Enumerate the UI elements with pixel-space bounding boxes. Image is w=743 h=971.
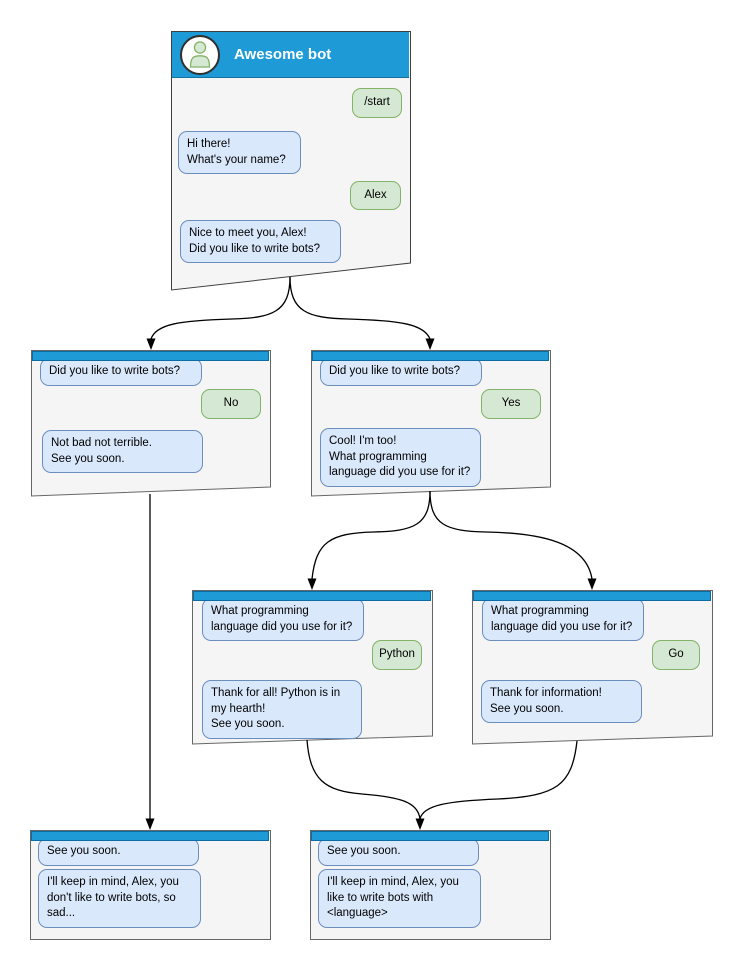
state-titlebar — [311, 831, 549, 841]
bubble-question-write-bots: Did you like to write bots? — [40, 358, 202, 386]
message-start-command: /start — [352, 88, 402, 118]
bubble-reply-python: Thank for all! Python is in my hearth! S… — [202, 680, 362, 739]
bubble-reply-cool: Cool! I'm too! What programming language… — [320, 428, 481, 487]
message-nice-to-meet: Nice to meet you, Alex! Did you like to … — [180, 220, 341, 264]
state-titlebar — [193, 591, 431, 601]
state-titlebar — [312, 351, 549, 361]
edge-python-to-end — [306, 739, 421, 820]
end-node-yes: See you soon. I'll keep in mind, Alex, y… — [310, 830, 551, 940]
message-greeting: Hi there! What's your name? — [178, 131, 301, 175]
bubble-answer-no: No — [201, 389, 261, 419]
bubble-see-you-soon: See you soon. — [38, 838, 199, 866]
bubble-keep-in-mind-yes: I'll keep in mind, Alex, you like to wri… — [318, 869, 481, 928]
bot-title: Awesome bot — [234, 46, 332, 63]
state-titlebar — [473, 591, 711, 601]
bubble-keep-in-mind-no: I'll keep in mind, Alex, you don't like … — [38, 869, 201, 928]
bubble-question-write-bots: Did you like to write bots? — [320, 358, 482, 386]
bubble-reply-not-bad: Not bad not terrible. See you soon. — [42, 430, 203, 474]
edge-yes-to-go — [429, 490, 593, 580]
edge-yes-to-python — [311, 490, 431, 580]
state-node-no: Did you like to write bots? No Not bad n… — [31, 350, 271, 497]
end-node-no: See you soon. I'll keep in mind, Alex, y… — [30, 830, 271, 940]
edge-go-to-end — [419, 740, 578, 820]
message-user-name: Alex — [350, 181, 401, 210]
bubble-question-language: What programming language did you use fo… — [202, 598, 364, 642]
chat-window-start: Awesome bot /start Hi there! What's your… — [171, 31, 411, 291]
state-node-python: What programming language did you use fo… — [192, 590, 433, 745]
bubble-answer-python: Python — [372, 640, 422, 670]
state-titlebar — [32, 351, 269, 361]
bubble-question-language: What programming language did you use fo… — [482, 598, 644, 642]
state-titlebar — [31, 831, 269, 841]
state-node-go: What programming language did you use fo… — [472, 590, 713, 745]
chat-window-header: Awesome bot — [172, 32, 409, 78]
bubble-reply-go: Thank for information! See you soon. — [481, 680, 642, 724]
bubble-answer-yes: Yes — [481, 389, 541, 419]
bot-avatar-person-icon — [180, 34, 220, 75]
bubble-answer-go: Go — [652, 640, 700, 670]
state-node-yes: Did you like to write bots? Yes Cool! I'… — [311, 350, 551, 497]
bubble-see-you-soon: See you soon. — [318, 838, 479, 866]
